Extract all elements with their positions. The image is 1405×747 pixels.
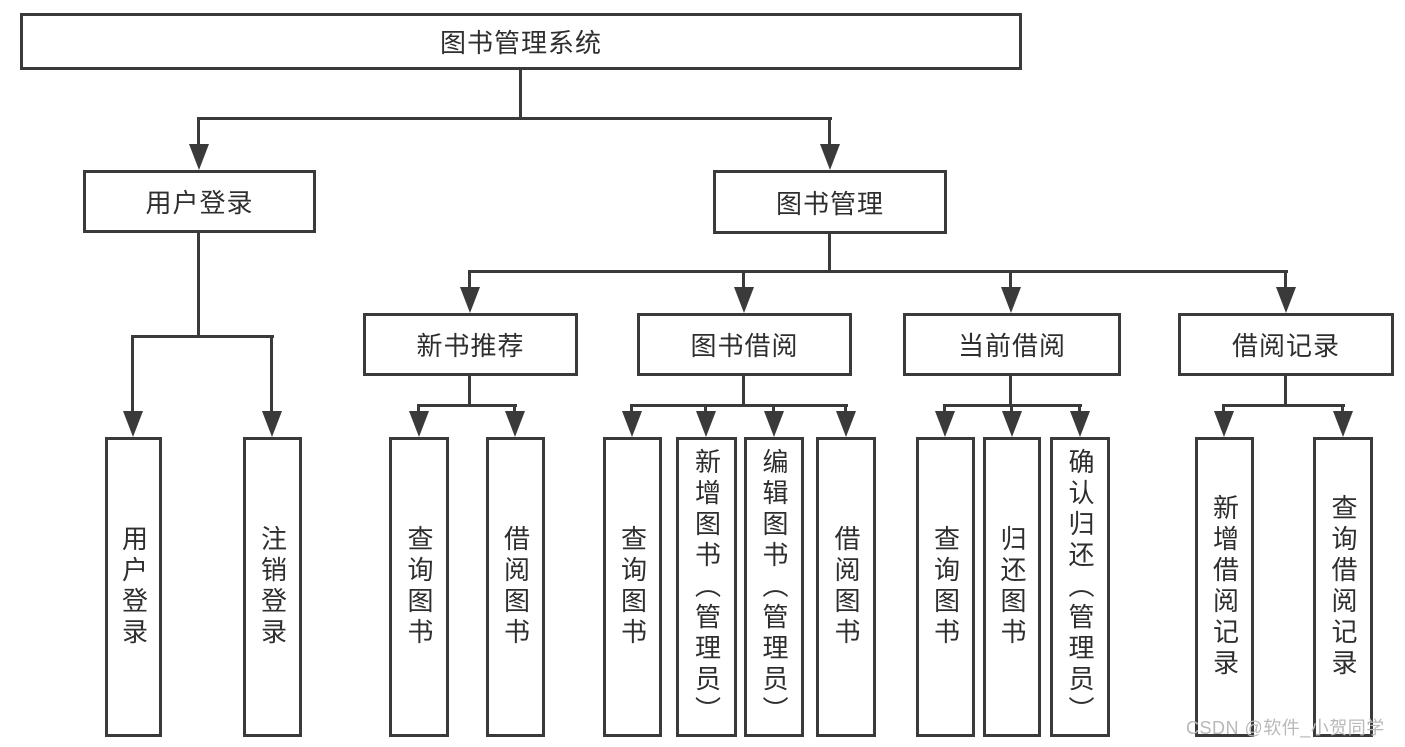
connector-line <box>1284 270 1287 291</box>
connector-line <box>742 270 745 291</box>
connector-line <box>270 335 273 413</box>
connector-line <box>468 270 1288 273</box>
connector-line <box>513 404 516 414</box>
connector-line <box>1284 376 1287 407</box>
connector-line <box>742 376 745 407</box>
connector-line <box>631 404 848 407</box>
leaf-add-book-admin: 新增图书（管理员） <box>676 437 737 737</box>
connector-line <box>943 404 946 414</box>
leaf-label: 借阅图书 <box>831 525 861 649</box>
leaf-add-borrow-record: 新增借阅记录 <box>1195 437 1254 737</box>
arrowhead <box>1214 411 1234 437</box>
leaf-label: 查询借阅记录 <box>1328 494 1358 680</box>
connector-line <box>1223 404 1345 407</box>
leaf-query-books-borrowing: 查询图书 <box>603 437 662 737</box>
connector-line <box>828 234 831 273</box>
leaf-label: 新增图书（管理员） <box>691 447 722 727</box>
leaf-label: 编辑图书（管理员） <box>759 447 789 727</box>
connector-line <box>197 117 832 120</box>
connector-line <box>772 404 775 414</box>
leaf-label: 借阅图书 <box>500 525 531 649</box>
leaf-label: 用户登录 <box>118 525 149 649</box>
leaf-edit-book-admin: 编辑图书（管理员） <box>744 437 804 737</box>
connector-line <box>197 232 200 338</box>
leaf-label: 新增借阅记录 <box>1209 494 1240 680</box>
leaf-query-borrow-record: 查询借阅记录 <box>1313 437 1373 737</box>
connector-line <box>1010 404 1013 414</box>
leaf-borrow-books-borrowing: 借阅图书 <box>816 437 876 737</box>
node-borrowing-records: 借阅记录 <box>1178 313 1394 376</box>
arrowhead <box>935 411 955 437</box>
node-user-login: 用户登录 <box>83 170 316 233</box>
arrowhead <box>505 411 525 437</box>
arrowhead <box>734 287 754 313</box>
node-library-management-system: 图书管理系统 <box>20 13 1022 70</box>
arrowhead <box>1002 411 1022 437</box>
leaf-query-books-current: 查询图书 <box>916 437 975 737</box>
arrowhead <box>409 411 429 437</box>
leaf-label: 确认归还（管理员） <box>1065 447 1095 727</box>
leaf-label: 查询图书 <box>617 525 648 649</box>
arrowhead <box>696 411 716 437</box>
leaf-label: 注销登录 <box>257 525 288 649</box>
connector-line <box>417 404 420 414</box>
connector-line <box>131 335 134 413</box>
arrowhead <box>764 411 784 437</box>
leaf-label: 归还图书 <box>997 525 1027 649</box>
node-new-book-recommendation: 新书推荐 <box>363 313 578 376</box>
arrowhead <box>820 144 840 170</box>
arrowhead <box>1333 411 1353 437</box>
node-current-borrowing: 当前借阅 <box>903 313 1121 376</box>
arrowhead <box>262 411 282 437</box>
csdn-watermark: CSDN @软件_小贺同学 <box>1186 718 1385 738</box>
connector-line <box>1078 404 1081 414</box>
connector-line <box>197 117 200 147</box>
arrowhead <box>622 411 642 437</box>
leaf-user-login: 用户登录 <box>105 437 162 737</box>
connector-line <box>1341 404 1344 414</box>
connector-line <box>1222 404 1225 414</box>
connector-line <box>1009 270 1012 291</box>
leaf-confirm-return-admin: 确认归还（管理员） <box>1050 437 1110 737</box>
leaf-label: 查询图书 <box>404 525 434 649</box>
leaf-borrow-books-recommend: 借阅图书 <box>486 437 545 737</box>
connector-line <box>704 404 707 414</box>
connector-line <box>417 404 517 407</box>
arrowhead <box>460 287 480 313</box>
node-book-borrowing: 图书借阅 <box>637 313 852 376</box>
arrowhead <box>123 411 143 437</box>
arrowhead <box>189 144 209 170</box>
connector-line <box>468 376 471 407</box>
connector-line <box>630 404 633 414</box>
leaf-logout: 注销登录 <box>243 437 302 737</box>
arrowhead <box>1001 287 1021 313</box>
arrowhead <box>836 411 856 437</box>
arrowhead <box>1070 411 1090 437</box>
leaf-query-books-recommend: 查询图书 <box>389 437 449 737</box>
connector-line <box>519 70 522 118</box>
leaf-return-books: 归还图书 <box>983 437 1041 737</box>
connector-line <box>131 335 274 338</box>
connector-line <box>468 270 471 291</box>
node-book-management: 图书管理 <box>713 170 947 234</box>
connector-line <box>828 117 831 147</box>
arrowhead <box>1276 287 1296 313</box>
connector-line <box>1009 376 1012 407</box>
leaf-label: 查询图书 <box>930 525 961 649</box>
connector-line <box>844 404 847 414</box>
connector-line <box>944 404 1082 407</box>
